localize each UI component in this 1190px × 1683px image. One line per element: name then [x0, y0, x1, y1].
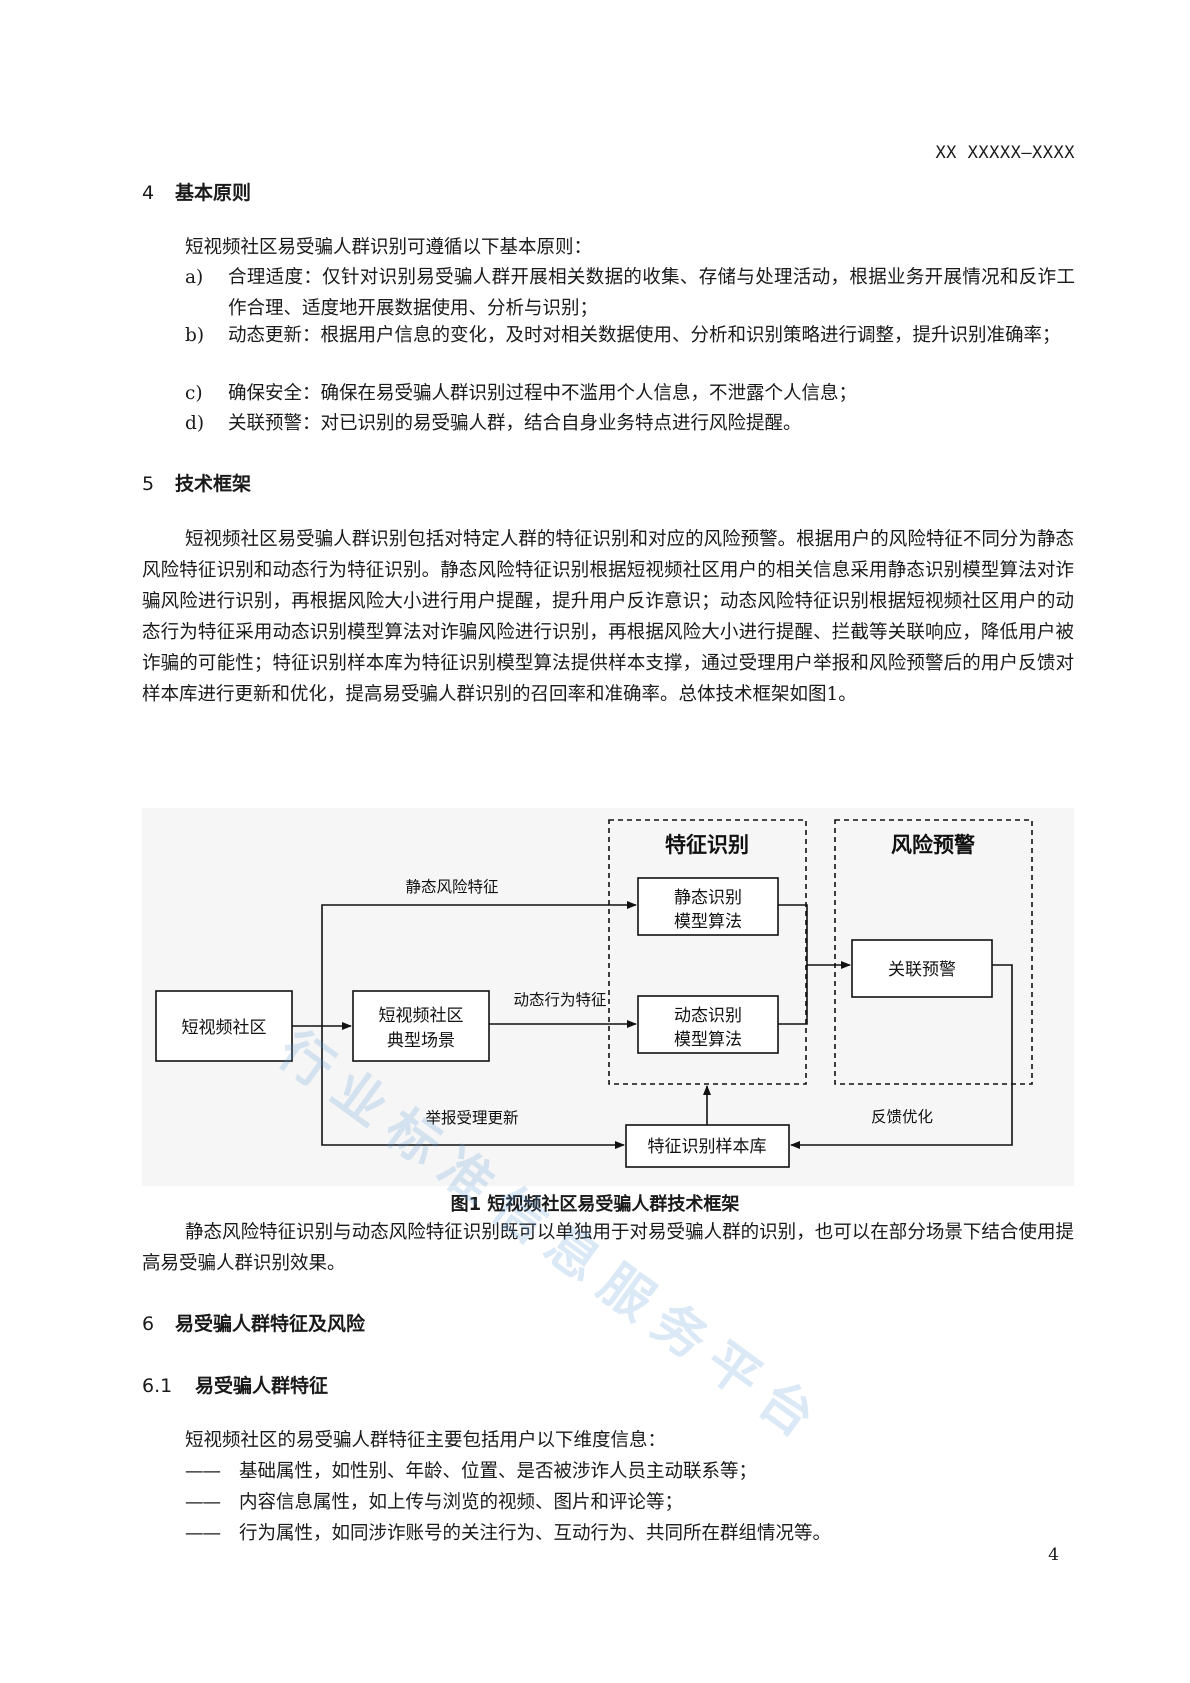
list-label: —— — [185, 1523, 221, 1544]
list-item: b) 动态更新：根据用户信息的变化，及时对相关数据使用、分析和识别策略进行调整，… — [185, 320, 1075, 351]
scene-node-label-1: 短视频社区 — [379, 1006, 464, 1026]
section-4-intro: 短视频社区易受骗人群识别可遵循以下基本原则： — [185, 237, 593, 258]
feature-group-box — [608, 819, 807, 1085]
sample-library-label: 特征识别样本库 — [648, 1137, 767, 1157]
section-number: 5 — [142, 473, 155, 495]
document-code: XX XXXXX—XXXX — [935, 143, 1075, 163]
list-text: 合理适度：仅针对识别易受骗人群开展相关数据的收集、存储与处理活动，根据业务开展情… — [228, 267, 1075, 319]
list-label: b) — [185, 325, 205, 346]
static-risk-label: 静态风险特征 — [405, 878, 498, 896]
section-number: 4 — [142, 182, 155, 204]
list-label: d) — [185, 413, 205, 434]
figure-caption: 图1 短视频社区易受骗人群技术框架 — [450, 1194, 740, 1215]
dynamic-model-label-2: 模型算法 — [674, 1030, 742, 1050]
framework-diagram: 特征识别 风险预警 短视频社区 短视频社区 典型场景 静态识别 模型算法 动态识… — [142, 808, 1074, 1186]
section-title: 技术框架 — [175, 473, 252, 495]
list-text: 内容信息属性，如上传与浏览的视频、图片和评论等； — [239, 1492, 684, 1513]
section-5-after-paragraph: 静态风险特征识别与动态风险特征识别既可以单独用于对易受骗人群的识别，也可以在部分… — [142, 1222, 1074, 1274]
dynamic-model-node — [637, 995, 779, 1054]
section-title: 基本原则 — [175, 182, 252, 204]
dynamic-behavior-label: 动态行为特征 — [513, 991, 606, 1009]
section-6-heading: 6 易受骗人群特征及风险 — [142, 1309, 365, 1336]
list-text: 行为属性，如同涉诈账号的关注行为、互动行为、共同所在群组情况等。 — [239, 1523, 832, 1544]
list-label: —— — [185, 1461, 221, 1482]
section-5-heading: 5 技术框架 — [142, 469, 251, 496]
list-label: c) — [185, 383, 203, 404]
dynamic-model-label-1: 动态识别 — [674, 1006, 742, 1026]
community-node — [155, 990, 293, 1062]
risk-group-title: 风险预警 — [891, 833, 975, 857]
warning-node-label: 关联预警 — [888, 960, 956, 980]
section-number: 6 — [142, 1313, 155, 1335]
list-text: 关联预警：对已识别的易受骗人群，结合自身业务特点进行风险提醒。 — [228, 413, 802, 434]
edge-feedback — [790, 964, 1013, 1149]
section-4-heading: 4 基本原则 — [142, 178, 251, 205]
static-model-label-2: 模型算法 — [674, 912, 742, 932]
section-number: 6.1 — [142, 1375, 173, 1397]
list-label: a) — [185, 267, 204, 288]
static-model-label-1: 静态识别 — [674, 888, 742, 908]
section-title: 易受骗人群特征 — [195, 1375, 329, 1397]
list-item: —— 行为属性，如同涉诈账号的关注行为、互动行为、共同所在群组情况等。 — [185, 1518, 1075, 1549]
list-text: 动态更新：根据用户信息的变化，及时对相关数据使用、分析和识别策略进行调整，提升识… — [228, 325, 1061, 346]
feedback-label: 反馈优化 — [871, 1108, 933, 1126]
list-item: d) 关联预警：对已识别的易受骗人群，结合自身业务特点进行风险提醒。 — [185, 408, 1075, 439]
feature-group-title: 特征识别 — [665, 833, 749, 857]
report-update-label: 举报受理更新 — [425, 1109, 518, 1127]
list-item: —— 内容信息属性，如上传与浏览的视频、图片和评论等； — [185, 1487, 1075, 1518]
list-text: 基础属性，如性别、年龄、位置、是否被涉诈人员主动联系等； — [239, 1461, 758, 1482]
list-item: —— 基础属性，如性别、年龄、位置、是否被涉诈人员主动联系等； — [185, 1456, 1075, 1487]
list-item: c) 确保安全：确保在易受骗人群识别过程中不滥用个人信息，不泄露个人信息； — [185, 378, 1075, 409]
edge-static-risk — [321, 901, 637, 1026]
risk-group-box — [834, 819, 1033, 1085]
section-6-1-intro: 短视频社区的易受骗人群特征主要包括用户以下维度信息： — [185, 1430, 667, 1451]
scene-node — [352, 990, 490, 1062]
section-6-1-heading: 6.1 易受骗人群特征 — [142, 1371, 328, 1398]
list-item: a) 合理适度：仅针对识别易受骗人群开展相关数据的收集、存储与处理活动，根据业务… — [185, 262, 1075, 319]
warning-node — [851, 939, 993, 998]
edge-report-update — [321, 1026, 625, 1149]
section-title: 易受骗人群特征及风险 — [175, 1313, 366, 1335]
list-text: 确保安全：确保在易受骗人群识别过程中不滥用个人信息，不泄露个人信息； — [228, 383, 858, 404]
static-model-node — [637, 877, 779, 936]
page-number: 4 — [1048, 1545, 1059, 1565]
list-label: —— — [185, 1492, 221, 1513]
community-node-label: 短视频社区 — [182, 1018, 267, 1038]
sample-library-node — [625, 1124, 790, 1168]
section-5-paragraph: 短视频社区易受骗人群识别包括对特定人群的特征识别和对应的风险预警。根据用户的风险… — [142, 529, 1074, 705]
scene-node-label-2: 典型场景 — [387, 1031, 455, 1051]
